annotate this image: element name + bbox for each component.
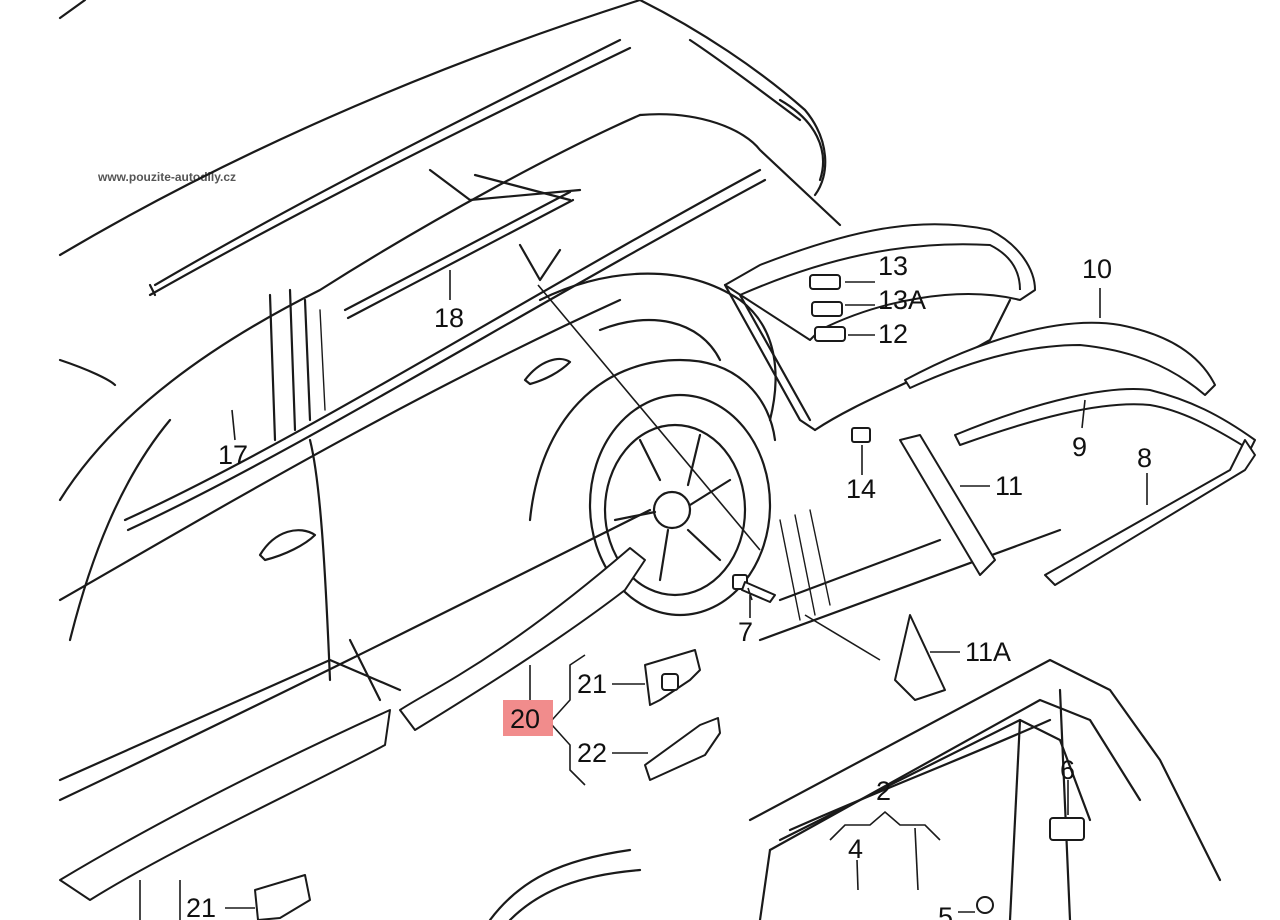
clip-part-22 <box>644 717 721 781</box>
callout-2: 2 <box>876 776 891 806</box>
rear-moulding-part-9 <box>954 388 1256 451</box>
highlight-box <box>503 700 553 736</box>
clip-part-21-upper <box>644 649 701 706</box>
clip-part-6 <box>1049 817 1085 841</box>
callout-labels: 13 13A 12 10 18 17 9 8 14 11 7 11A 21 20… <box>186 251 1152 920</box>
car-body-outline <box>58 0 1222 920</box>
bolt-part-7 <box>732 574 776 603</box>
callout-13: 13 <box>878 251 908 281</box>
trim-part-11a <box>894 614 946 701</box>
rear-quarter-window-assembly <box>723 223 1036 443</box>
callout-22: 22 <box>577 738 607 768</box>
callout-18: 18 <box>434 303 464 333</box>
callout-6: 6 <box>1060 755 1075 785</box>
callout-9: 9 <box>1072 432 1087 462</box>
callout-17: 17 <box>218 440 248 470</box>
callout-13a: 13A <box>878 285 926 315</box>
pillar-trim-part-11 <box>899 434 996 576</box>
side-sill-moulding-part-20 <box>59 547 646 901</box>
callout-5: 5 <box>938 902 953 920</box>
callout-14: 14 <box>846 474 876 504</box>
leader-lines <box>139 270 1148 920</box>
callout-12: 12 <box>878 319 908 349</box>
rear-moulding-part-10 <box>904 321 1216 396</box>
callout-11: 11 <box>995 471 1023 501</box>
callout-4: 4 <box>848 834 863 864</box>
callout-10: 10 <box>1082 254 1112 284</box>
callout-11a: 11A <box>965 637 1011 667</box>
callout-21-upper: 21 <box>577 669 607 699</box>
callout-7: 7 <box>738 617 753 647</box>
callout-8: 8 <box>1137 443 1152 473</box>
callout-20: 20 <box>510 704 540 734</box>
rear-moulding-part-8 <box>1044 439 1256 586</box>
clip-part-21-lower <box>254 874 311 920</box>
watermark-text: www.pouzite-autodily.cz <box>97 170 236 184</box>
callout-21-lower: 21 <box>186 893 216 920</box>
clip-part-5 <box>976 896 994 914</box>
